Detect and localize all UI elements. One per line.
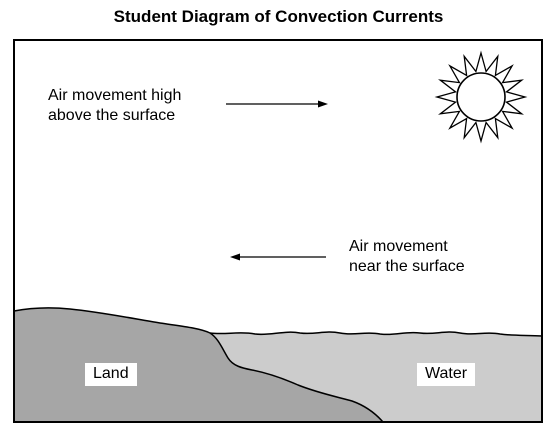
air-movement-near-label: Air movement near the surface xyxy=(349,237,465,277)
land-label: Land xyxy=(85,363,137,386)
arrow-left-icon xyxy=(230,253,326,261)
air-movement-near-line2: near the surface xyxy=(349,258,465,275)
air-movement-high-line2: above the surface xyxy=(48,107,176,124)
water-label: Water xyxy=(417,363,476,386)
sun-icon xyxy=(434,50,528,144)
land-region xyxy=(13,307,385,423)
air-movement-high-line1: Air movement high xyxy=(48,87,182,104)
diagram-frame xyxy=(13,39,543,423)
diagram-title: Student Diagram of Convection Currents xyxy=(113,7,444,26)
air-movement-near-line1: Air movement xyxy=(349,238,448,255)
water-surface-line xyxy=(209,331,543,337)
air-movement-high-label: Air movement high above the surface xyxy=(48,86,181,126)
arrow-right-icon xyxy=(226,100,328,108)
